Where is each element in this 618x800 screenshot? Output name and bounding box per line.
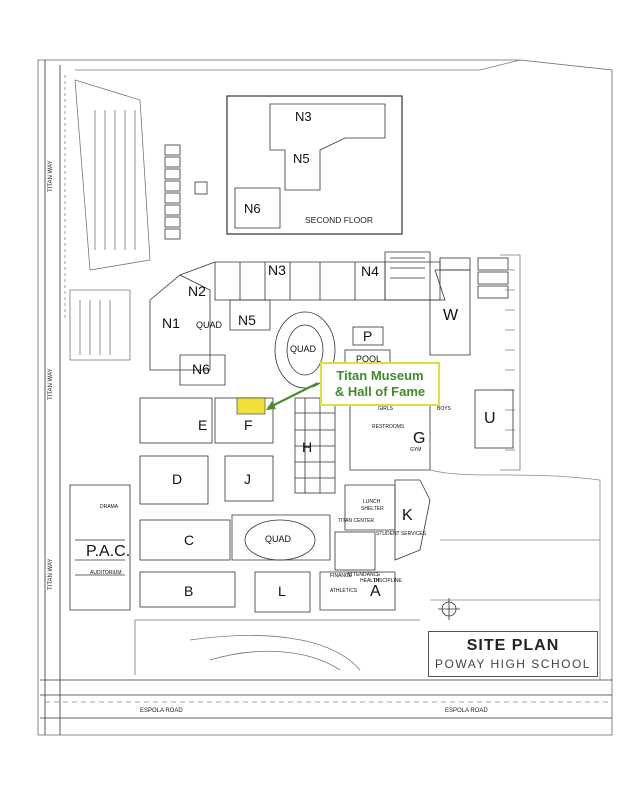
label-e: E [198, 417, 207, 433]
label-h: H [302, 439, 312, 455]
museum-highlight [236, 397, 266, 415]
second-floor-label: SECOND FLOOR [305, 215, 374, 225]
label-pool: POOL [356, 354, 381, 364]
label-j: J [244, 471, 251, 487]
label-quad-2: QUAD [290, 344, 317, 354]
label-sf-n6: N6 [244, 201, 261, 216]
road-titan-way-1: TITAN WAY [48, 160, 54, 192]
label-health: HEALTH [360, 578, 380, 584]
label-n5: N5 [238, 312, 256, 328]
site-plan-title: SITE PLAN [466, 637, 560, 654]
label-d: D [172, 471, 182, 487]
road-espola-1: ESPOLA ROAD [140, 708, 183, 714]
label-quad-1: QUAD [196, 320, 223, 330]
label-n6: N6 [192, 361, 210, 377]
road-titan-way-3: TITAN WAY [48, 558, 54, 590]
label-n3: N3 [268, 262, 286, 278]
label-n4: N4 [361, 263, 379, 279]
road-espola-2: ESPOLA ROAD [445, 708, 488, 714]
site-plan-subtitle: POWAY HIGH SCHOOL [435, 657, 591, 671]
label-discipline: DISCIPLINE [374, 578, 402, 584]
label-boys: BOYS [437, 406, 452, 412]
label-p: P [363, 328, 372, 344]
site-plan-title-box: SITE PLAN POWAY HIGH SCHOOL [428, 631, 598, 677]
label-sf-n5: N5 [293, 151, 310, 166]
label-n2: N2 [188, 283, 206, 299]
label-c: C [184, 532, 194, 548]
label-l: L [278, 583, 286, 599]
road-titan-way-2: TITAN WAY [48, 368, 54, 400]
callout-line-1: Titan Museum [336, 368, 424, 383]
label-restrooms: RESTROOMS [372, 424, 405, 430]
callout-line-2: & Hall of Fame [334, 384, 426, 399]
label-titan-center: TITAN CENTER [338, 518, 374, 524]
label-gym: GYM [410, 447, 421, 453]
label-shelter: SHELTER [361, 506, 384, 512]
label-lunch: LUNCH [363, 499, 381, 505]
label-pac: P.A.C. [86, 543, 130, 560]
label-finance: FINANCE [330, 573, 353, 579]
label-u: U [484, 410, 496, 427]
label-g: G [413, 430, 425, 447]
label-attendance: ATTENDANCE [347, 572, 381, 578]
label-quad-3: QUAD [265, 534, 292, 544]
label-b: B [184, 583, 193, 599]
label-f: F [244, 417, 253, 433]
callout-arrow [267, 382, 319, 409]
label-sf-n3: N3 [295, 109, 312, 124]
label-athletics: ATHLETICS [330, 588, 358, 594]
label-k: K [402, 507, 413, 524]
museum-callout: Titan Museum & Hall of Fame [320, 362, 440, 406]
label-a: A [370, 583, 381, 600]
label-w: W [443, 307, 459, 324]
label-n1: N1 [162, 315, 180, 331]
label-drama: DRAMA [100, 504, 119, 510]
label-girls: GIRLS [378, 406, 394, 412]
label-auditorium: AUDITORIUM [90, 570, 122, 576]
label-student-services: STUDENT SERVICES [376, 531, 427, 537]
